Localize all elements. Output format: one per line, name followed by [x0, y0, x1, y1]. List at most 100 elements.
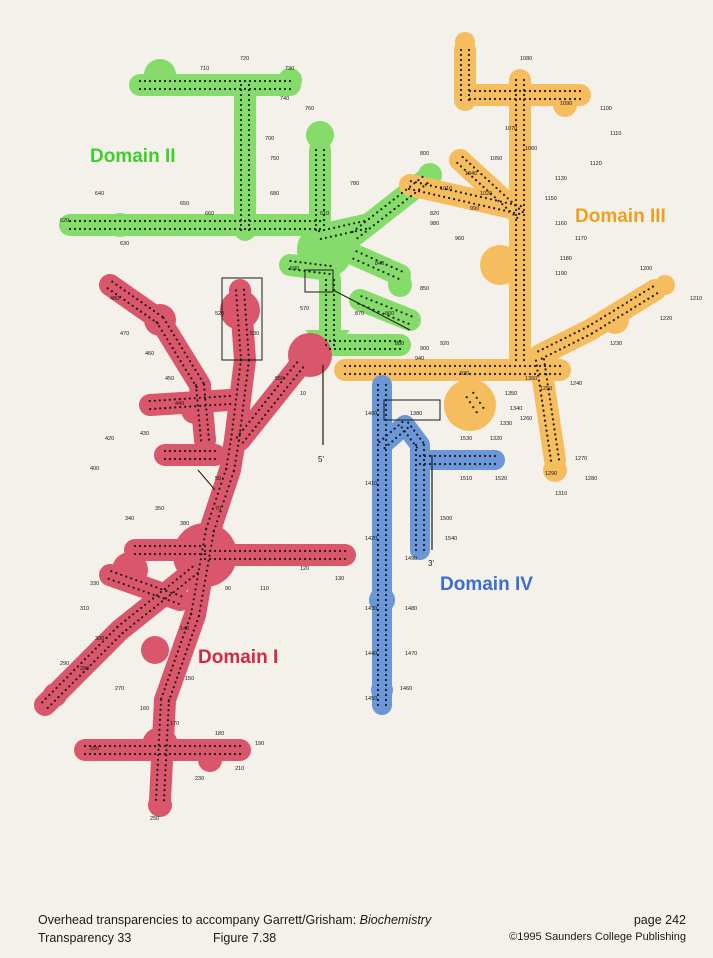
nucleotide-dot — [219, 228, 221, 230]
nucleotide-dot — [136, 298, 138, 300]
nucleotide-dot — [240, 104, 242, 106]
nucleotide-dot — [523, 94, 525, 96]
nucleotide-dot — [354, 365, 356, 367]
nucleotide-dot — [464, 463, 466, 465]
nucleotide-dot — [159, 724, 161, 726]
nucleotide-dot — [334, 550, 336, 552]
nucleotide-dot — [379, 373, 381, 375]
nucleotide-dot — [59, 683, 61, 685]
nucleotide-dot — [156, 321, 158, 323]
nucleotide-dot — [255, 426, 257, 428]
nucleotide-dot — [413, 189, 415, 191]
nucleotide-dot — [255, 413, 257, 415]
nucleotide-dot — [208, 439, 210, 441]
nucleotide-dot — [207, 429, 209, 431]
nucleotide-dot — [385, 429, 387, 431]
nucleotide-dot — [185, 369, 187, 371]
nucleotide-dot — [209, 228, 211, 230]
nucleotide-dot — [109, 745, 111, 747]
nucleotide-dot — [385, 664, 387, 666]
nucleotide-dot — [240, 144, 242, 146]
nucleotide-dot — [158, 325, 160, 327]
nucleotide-dot — [324, 264, 326, 266]
nucleotide-dot — [248, 354, 250, 356]
nucleotide-dot — [384, 340, 386, 342]
nucleotide-dot — [377, 684, 379, 686]
nucleotide-dot — [382, 271, 384, 273]
nucleotide-dot — [377, 669, 379, 671]
nucleotide-dot — [587, 326, 589, 328]
nucleotide-dot — [249, 80, 251, 82]
nucleotide-dot — [149, 753, 151, 755]
position-number-1520: 1520 — [495, 476, 507, 482]
nucleotide-dot — [453, 198, 455, 200]
nucleotide-dot — [249, 558, 251, 560]
nucleotide-dot — [586, 335, 588, 337]
nucleotide-dot — [510, 201, 512, 203]
nucleotide-dot — [385, 554, 387, 556]
position-number-1110: 1110 — [610, 131, 621, 137]
nucleotide-dot — [523, 119, 525, 121]
nucleotide-dot — [349, 373, 351, 375]
nucleotide-dot — [515, 239, 517, 241]
nucleotide-dot — [449, 365, 451, 367]
nucleotide-dot — [309, 262, 311, 264]
nucleotide-dot — [472, 392, 474, 394]
nucleotide-dot — [325, 324, 327, 326]
nucleotide-dot — [248, 149, 250, 151]
nucleotide-dot — [165, 683, 167, 685]
nucleotide-dot — [248, 204, 250, 206]
nucleotide-dot — [201, 548, 203, 550]
nucleotide-dot — [423, 524, 425, 526]
nucleotide-dot — [267, 397, 269, 399]
nucleotide-dot — [385, 609, 387, 611]
nucleotide-dot — [554, 433, 556, 435]
nucleotide-dot — [385, 619, 387, 621]
nucleotide-dot — [200, 378, 202, 380]
nucleotide-dot — [214, 458, 216, 460]
nucleotide-dot — [548, 450, 550, 452]
nucleotide-dot — [264, 220, 266, 222]
nucleotide-dot — [325, 304, 327, 306]
nucleotide-dot — [181, 347, 183, 349]
nucleotide-dot — [218, 488, 220, 490]
nucleotide-dot — [219, 404, 221, 406]
nucleotide-dot — [544, 420, 546, 422]
nucleotide-dot — [604, 324, 606, 326]
position-number-550: 550 — [275, 376, 284, 382]
nucleotide-dot — [168, 585, 170, 587]
nucleotide-dot — [468, 69, 470, 71]
nucleotide-dot — [221, 505, 223, 507]
nucleotide-dot — [439, 463, 441, 465]
nucleotide-dot — [385, 459, 387, 461]
nucleotide-dot — [454, 365, 456, 367]
nucleotide-dot — [148, 592, 150, 594]
nucleotide-dot — [284, 558, 286, 560]
nucleotide-dot — [240, 114, 242, 116]
nucleotide-dot — [405, 189, 407, 191]
nucleotide-dot — [476, 397, 478, 399]
nucleotide-dot — [460, 165, 462, 167]
position-number-270: 270 — [115, 686, 124, 692]
nucleotide-dot — [149, 408, 151, 410]
nucleotide-dot — [134, 553, 136, 555]
nucleotide-dot — [164, 784, 166, 786]
nucleotide-dot — [423, 544, 425, 546]
nucleotide-dot — [214, 450, 216, 452]
nucleotide-dot — [361, 253, 363, 255]
nucleotide-dot — [438, 195, 440, 197]
nucleotide-dot — [362, 305, 364, 307]
nucleotide-dot — [359, 348, 361, 350]
nucleotide-dot — [240, 214, 242, 216]
nucleotide-dot — [484, 98, 486, 100]
nucleotide-dot — [385, 699, 387, 701]
nucleotide-dot — [315, 214, 317, 216]
nucleotide-dot — [541, 358, 543, 360]
nucleotide-dot — [196, 620, 198, 622]
nucleotide-dot — [335, 235, 337, 237]
nucleotide-dot — [394, 373, 396, 375]
nucleotide-dot — [384, 447, 386, 449]
nucleotide-dot — [523, 359, 525, 361]
nucleotide-dot — [193, 575, 195, 577]
nucleotide-dot — [57, 696, 59, 698]
